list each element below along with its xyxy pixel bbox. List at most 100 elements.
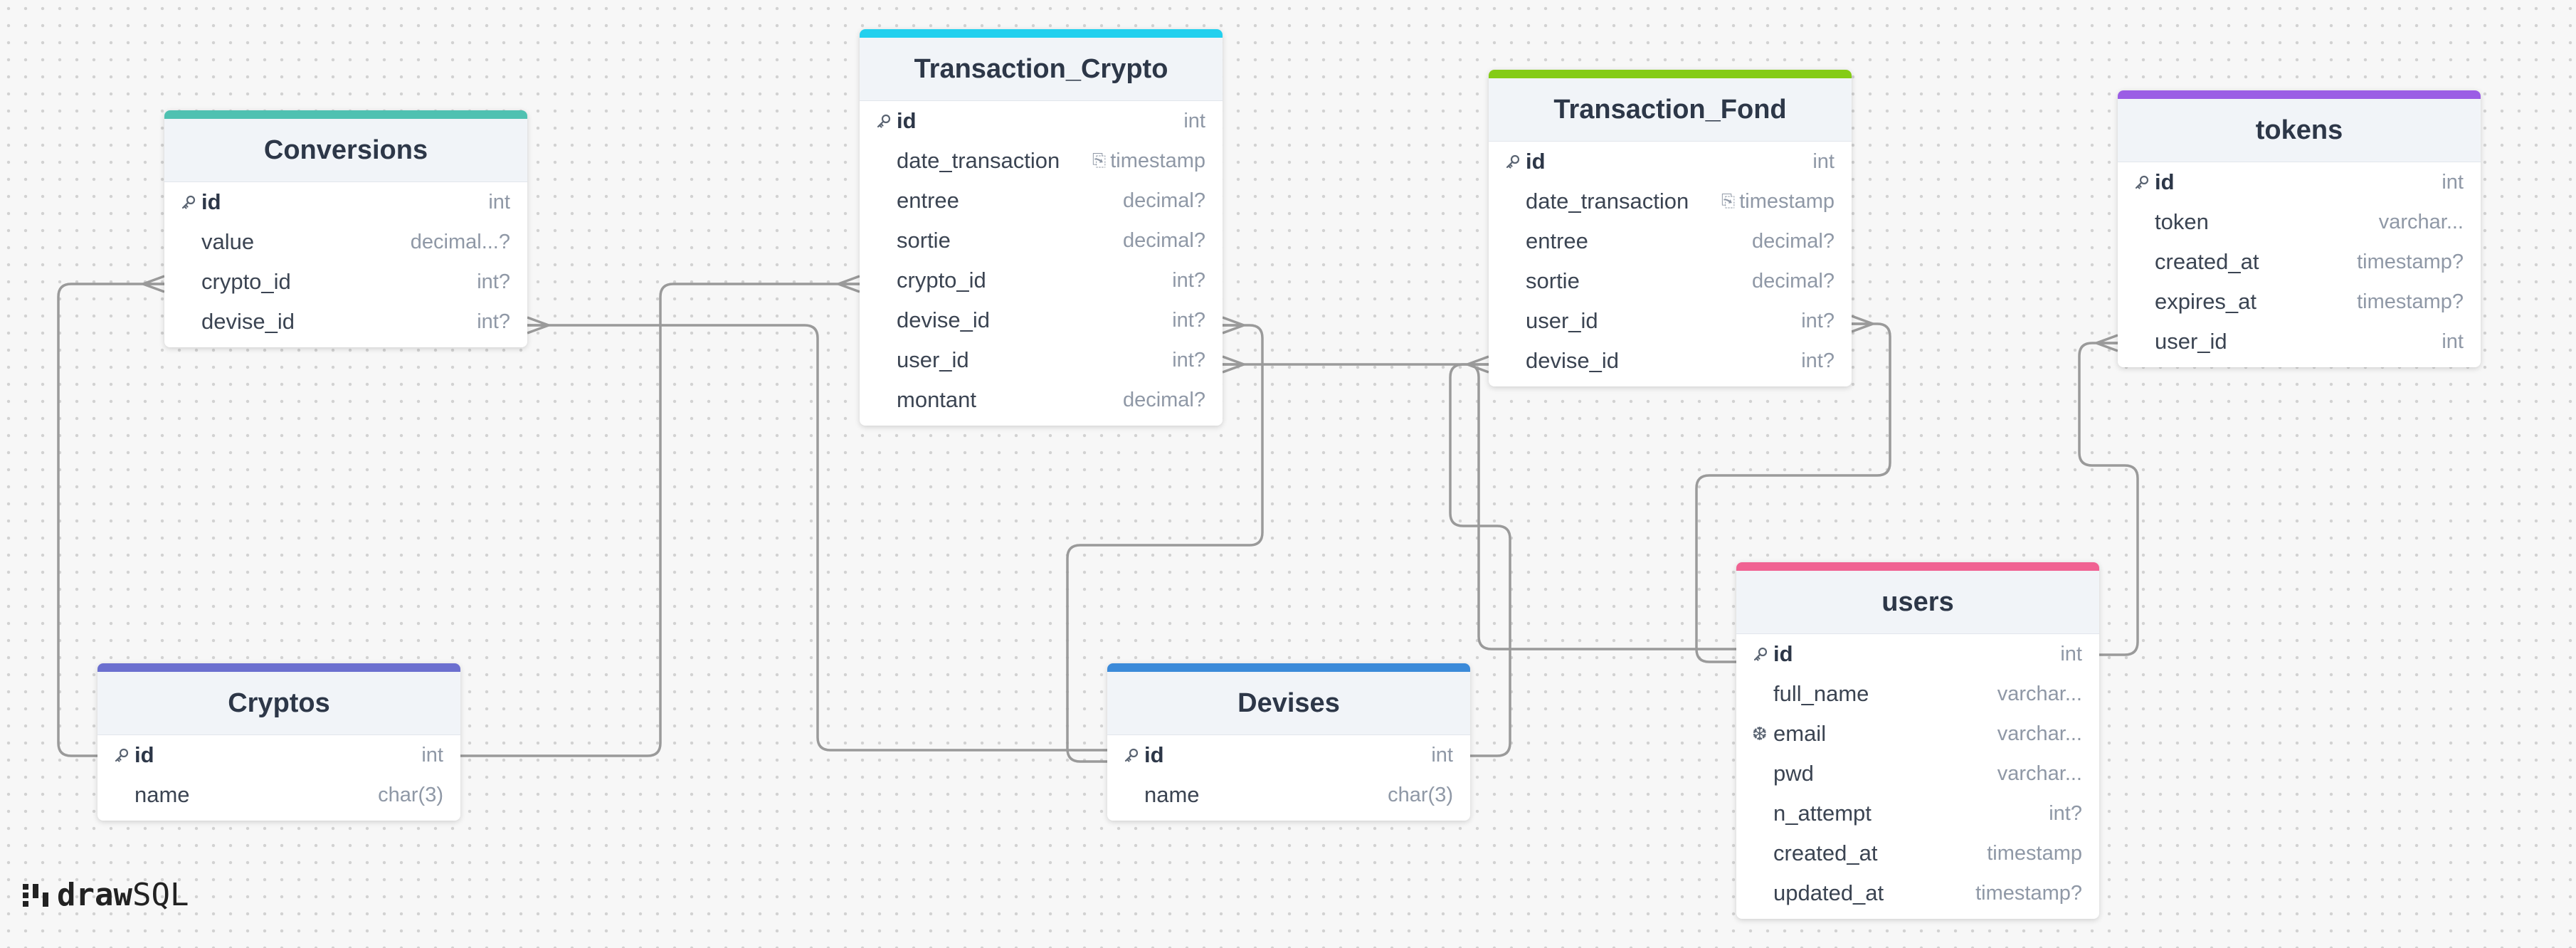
table-accent-bar xyxy=(97,663,460,672)
column-type-label: int xyxy=(2442,330,2464,353)
table-header[interactable]: tokens xyxy=(2118,99,2481,162)
column-type-label: timestamp? xyxy=(1975,881,2082,905)
column-type: int? xyxy=(1801,310,1835,333)
column-name: id xyxy=(1526,149,1546,174)
column-type-label: decimal? xyxy=(1122,189,1205,212)
column-type: decimal...? xyxy=(411,231,510,254)
link-cryptos-conversions xyxy=(57,283,164,757)
column-name: sortie xyxy=(897,228,951,253)
column-name: name xyxy=(1144,782,1200,807)
key-icon xyxy=(1752,646,1773,663)
column-type-label: varchar... xyxy=(1997,682,2082,705)
table-title: Transaction_Crypto xyxy=(914,53,1168,84)
column-type: int xyxy=(1431,744,1453,767)
crowfoot-tokens-user xyxy=(2096,334,2118,352)
table-header[interactable]: Devises xyxy=(1107,672,1470,735)
column-row[interactable]: date_transaction⎘timestamp xyxy=(1489,181,1852,221)
crowfoot-conversions-devise xyxy=(527,316,549,335)
column-type-label: decimal? xyxy=(1122,228,1205,252)
column-type: int? xyxy=(1172,269,1205,293)
column-row[interactable]: sortie decimal? xyxy=(860,221,1223,260)
column-type-label: int xyxy=(2060,642,2082,665)
column-type: int xyxy=(421,744,443,767)
column-type-label: int? xyxy=(2049,801,2082,825)
key-icon xyxy=(2133,174,2155,191)
column-type: varchar... xyxy=(2379,211,2464,234)
table-header[interactable]: users xyxy=(1736,571,2099,634)
column-type-label: int? xyxy=(477,310,510,333)
column-type-label: char(3) xyxy=(378,783,443,806)
unique-icon: ❆ xyxy=(1752,722,1768,744)
table-title: users xyxy=(1881,586,1954,617)
column-row[interactable]: name char(3) xyxy=(1107,775,1470,815)
table-header[interactable]: Transaction_Fond xyxy=(1489,78,1852,142)
drawsql-logo: draw SQL xyxy=(21,877,189,913)
column-type: decimal? xyxy=(1123,389,1205,412)
column-type: int? xyxy=(477,310,510,334)
key-icon xyxy=(180,194,201,211)
column-type: char(3) xyxy=(1388,784,1453,807)
column-type: ⎘timestamp xyxy=(1092,149,1205,173)
column-type-label: int? xyxy=(477,270,510,293)
column-name: created_at xyxy=(2155,249,2259,274)
column-type: int xyxy=(1812,150,1835,174)
column-name: user_id xyxy=(897,347,969,372)
column-type-label: varchar... xyxy=(1997,762,2082,785)
column-type-label: varchar... xyxy=(1997,722,2082,745)
table-header[interactable]: Cryptos xyxy=(97,672,460,735)
column-row[interactable]: id int xyxy=(1489,142,1852,181)
crowfoot-conversions-crypto xyxy=(142,275,165,293)
column-type: varchar... xyxy=(1997,722,2082,746)
column-type-label: varchar... xyxy=(2378,210,2464,233)
column-row[interactable]: montant decimal? xyxy=(860,380,1223,420)
table-header[interactable]: Transaction_Crypto xyxy=(860,38,1223,101)
column-type: varchar... xyxy=(1997,762,2082,786)
column-name: montant xyxy=(897,387,977,412)
table-header[interactable]: Conversions xyxy=(164,119,527,182)
column-type-label: int xyxy=(1812,149,1835,173)
column-type: decimal? xyxy=(1123,189,1205,213)
column-type-label: timestamp xyxy=(1739,189,1835,213)
column-row[interactable]: date_transaction⎘timestamp xyxy=(860,141,1223,181)
link-devises-conversions xyxy=(527,324,1107,752)
column-type: decimal? xyxy=(1123,229,1205,253)
column-type-label: int? xyxy=(1801,349,1835,372)
